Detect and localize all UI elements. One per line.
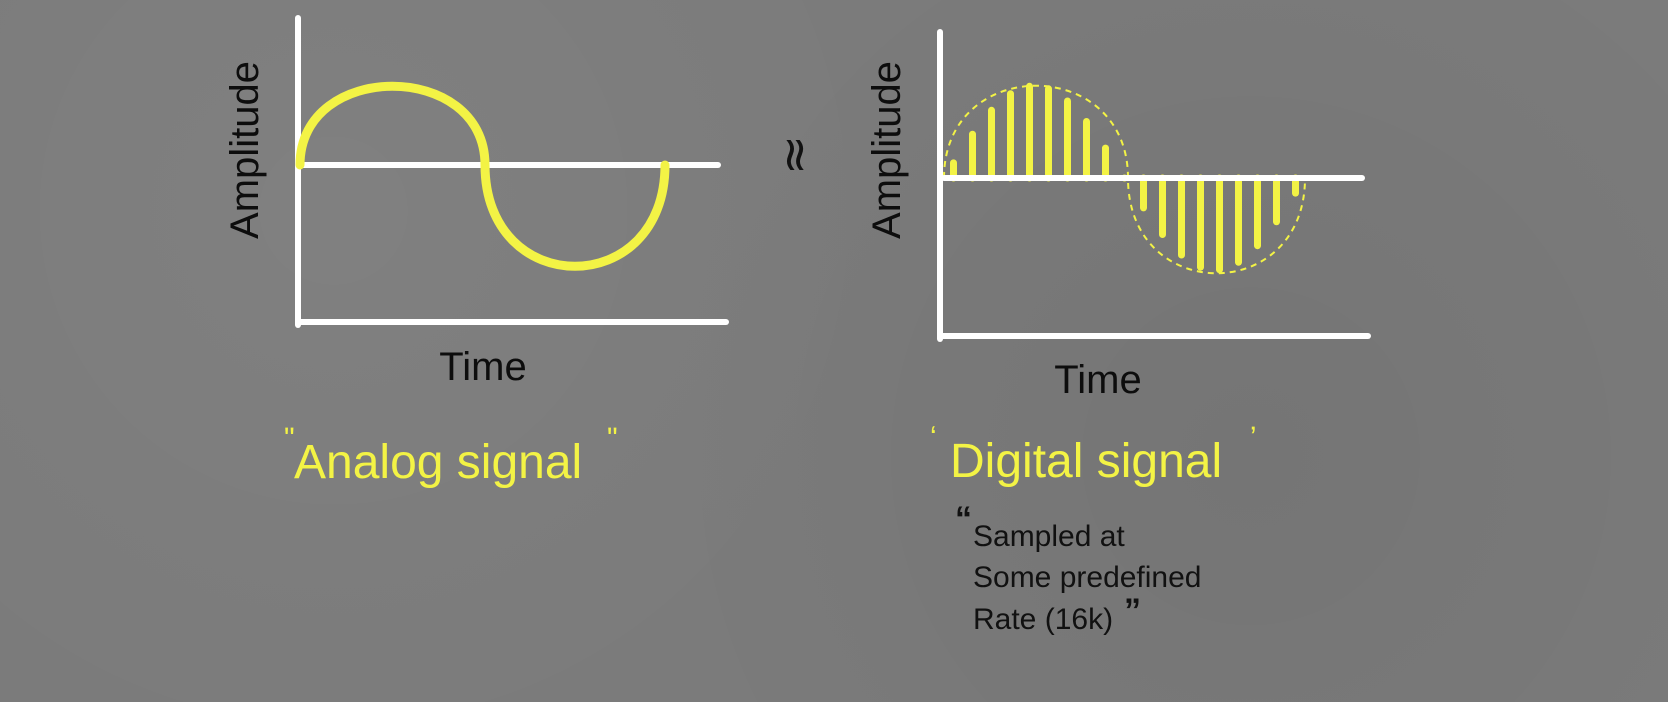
digital-y-axis-label: Amplitude	[865, 61, 909, 239]
digital-caption-close-quote: ʼ	[1250, 422, 1257, 455]
approximately-equal-symbol: ≈	[768, 135, 824, 175]
digital-caption: Digital signal	[950, 435, 1222, 488]
digital-signal-panel: Amplitude Time ʻ Digital signal ʼ “ Samp…	[865, 29, 1371, 636]
analog-y-axis-label: Amplitude	[223, 61, 267, 239]
digital-caption-open-quote: ʻ	[930, 422, 937, 455]
sampling-note-line-2: Some predefined	[973, 561, 1202, 594]
analog-x-axis-label: Time	[439, 345, 526, 389]
sampling-note-line-1: Sampled at	[973, 520, 1125, 553]
sampling-note-open-quote: “	[955, 500, 972, 538]
digital-x-axis-label: Time	[1054, 358, 1141, 402]
analog-signal-panel: Amplitude Time ʺ Analog signal ʺ	[223, 15, 729, 489]
sampling-note-line-3: Rate (16k)	[973, 603, 1113, 636]
analog-caption: Analog signal	[294, 436, 582, 489]
analog-caption-close-quote: ʺ	[607, 422, 618, 455]
analog-sine-wave	[295, 81, 670, 271]
sampling-note-close-quote: ”	[1124, 592, 1141, 630]
analog-caption-open-quote: ʺ	[284, 422, 295, 455]
digital-sample-group	[950, 82, 1299, 274]
